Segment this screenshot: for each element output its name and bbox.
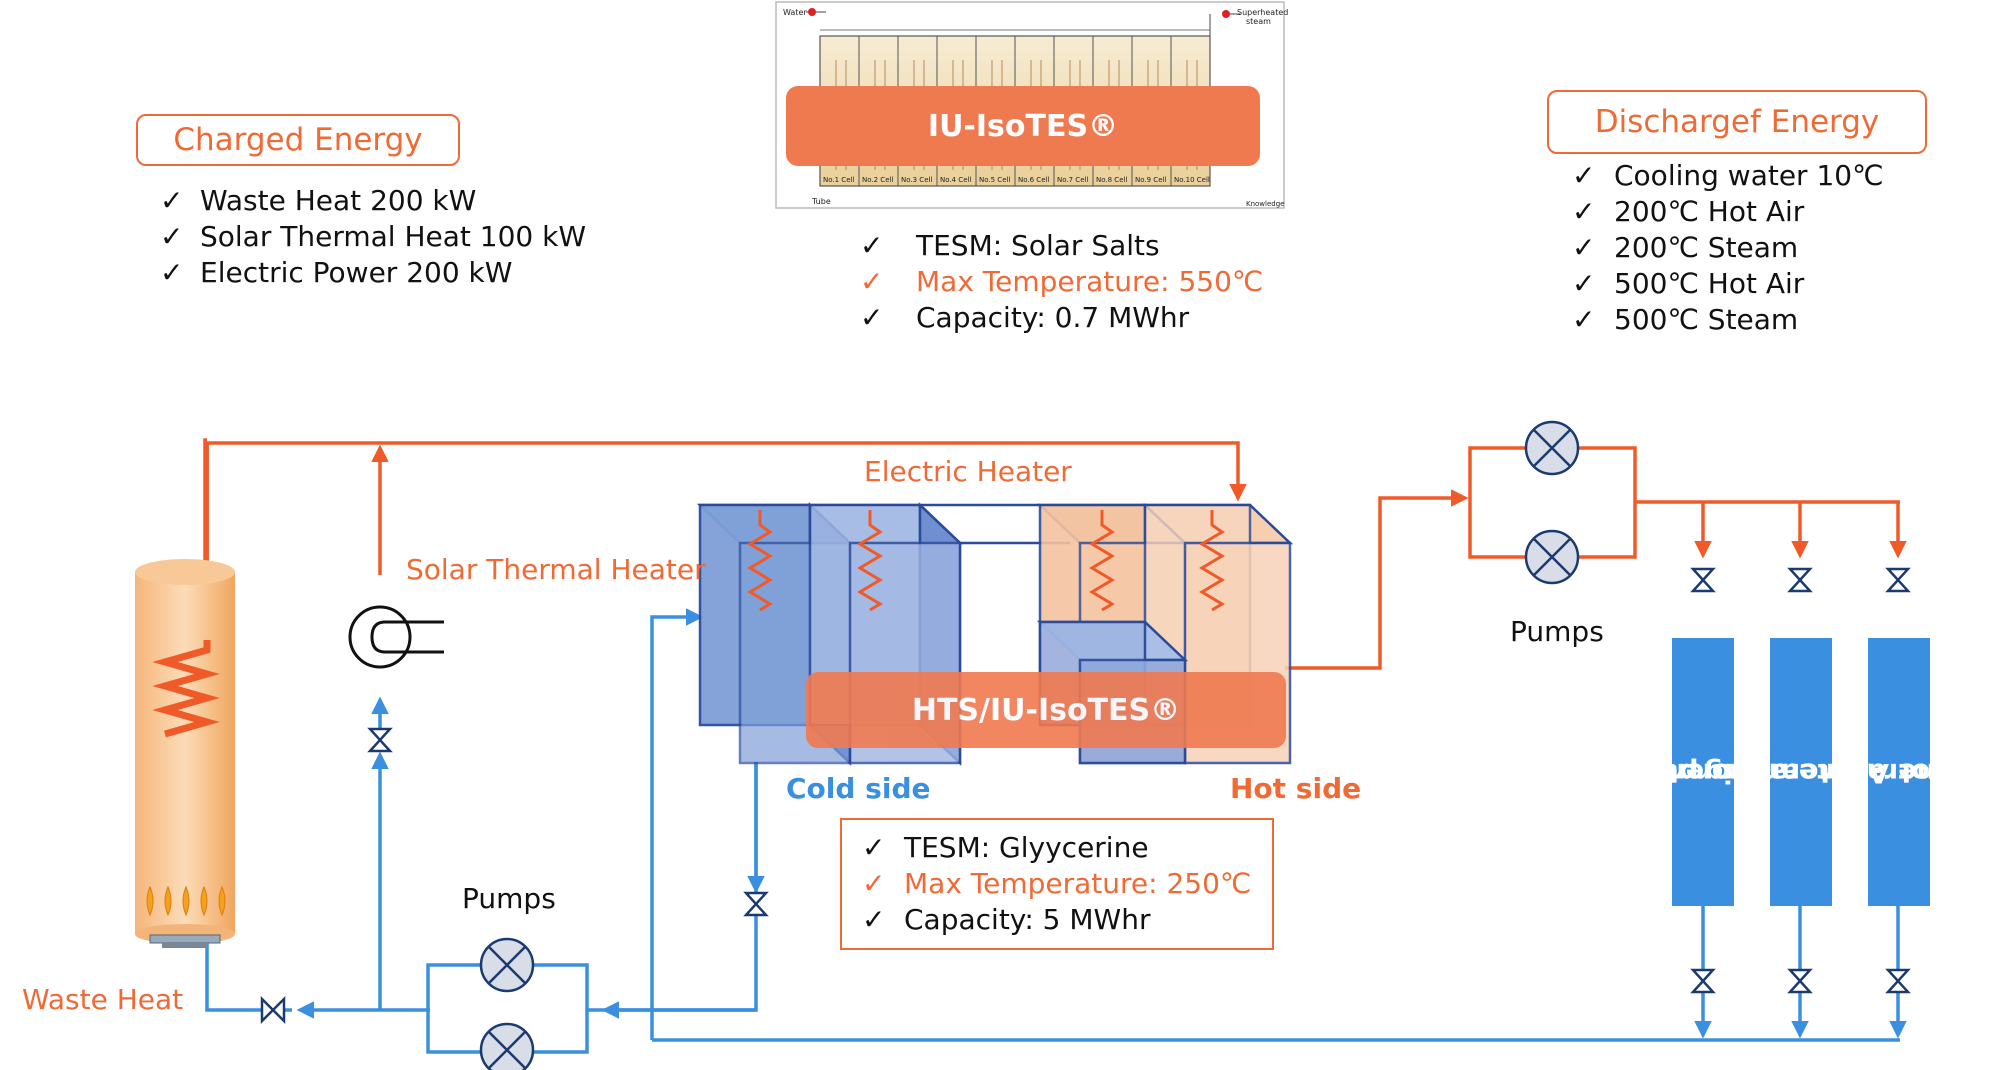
electric-heater-label: Electric Heater — [864, 455, 1072, 488]
waste-heat-boiler — [135, 559, 235, 948]
thumb-cell-label: No.2 Cell — [862, 176, 893, 184]
list-item: ✓Electric Power 200 kW — [160, 256, 513, 289]
hts-banner: HTS/IU-IsoTES® — [806, 672, 1286, 748]
check-icon: ✓ — [862, 867, 886, 900]
thumb-tube-label: Tube — [811, 197, 831, 206]
thumb-cell-label: No.1 Cell — [823, 176, 854, 184]
valve-icon — [1787, 567, 1813, 593]
check-icon: ✓ — [160, 220, 184, 253]
valve-icon — [1787, 968, 1813, 994]
solar-heat-exchanger-icon — [348, 605, 444, 669]
list-item: ✓Capacity: 0.7 MWhr — [860, 301, 1190, 334]
valve-icon — [260, 995, 286, 1025]
pump-icon — [479, 1022, 535, 1070]
pump-icon — [1524, 529, 1580, 585]
check-icon: ✓ — [860, 301, 884, 334]
thumb-cell-label: No.8 Cell — [1096, 176, 1127, 184]
solar-thermal-heater-label: Solar Thermal Heater — [406, 553, 706, 586]
hts-specs-box — [840, 818, 1274, 950]
thumb-cell-label: No.5 Cell — [979, 176, 1010, 184]
list-item: ✓Cooling water 10℃ — [1572, 159, 1884, 192]
list-item: ✓500℃ Steam — [1572, 303, 1799, 336]
list-item: ✓Capacity: 5 MWhr — [862, 903, 1151, 936]
check-icon: ✓ — [1572, 303, 1596, 336]
thumb-cell-label: No.7 Cell — [1057, 176, 1088, 184]
valves — [260, 567, 1911, 1025]
thumb-steam-label-a: Superheated — [1237, 8, 1288, 17]
valve-icon — [1690, 567, 1716, 593]
charged-energy-list: ✓Waste Heat 200 kW ✓Solar Thermal Heat 1… — [160, 183, 586, 291]
pumps-bottom-label: Pumps — [462, 882, 556, 915]
discharged-energy-title: Dischargef Energy — [1547, 90, 1927, 154]
pumps-right-label: Pumps — [1510, 615, 1604, 648]
check-icon: ✓ — [1572, 195, 1596, 228]
iso-tes-specs: ✓TESM: Solar Salts ✓Max Temperature: 550… — [860, 228, 1263, 336]
list-item: ✓TESM: Solar Salts — [860, 229, 1160, 262]
hts-specs: ✓TESM: Glyycerine ✓Max Temperature: 250℃… — [862, 830, 1251, 938]
thumb-cell-label: No.6 Cell — [1018, 176, 1049, 184]
list-item: ✓500℃ Hot Air — [1572, 267, 1805, 300]
thumb-cell-label: No.3 Cell — [901, 176, 932, 184]
check-icon: ✓ — [862, 903, 886, 936]
discharged-energy-list: ✓Cooling water 10℃ ✓200℃ Hot Air ✓200℃ S… — [1572, 158, 1884, 338]
pump-icon — [1524, 420, 1580, 476]
check-icon: ✓ — [1572, 231, 1596, 264]
check-icon: ✓ — [160, 256, 184, 289]
list-item: ✓Solar Thermal Heat 100 kW — [160, 220, 587, 253]
pump-icons — [479, 420, 1580, 1070]
list-item: ✓Max Temperature: 250℃ — [862, 867, 1252, 900]
hot-pipes — [203, 438, 1907, 670]
check-icon: ✓ — [1572, 159, 1596, 192]
thumb-cell-label: No.10 Cell — [1174, 176, 1210, 184]
charged-energy-title: Charged Energy — [136, 114, 460, 166]
check-icon: ✓ — [860, 265, 884, 298]
list-item: ✓Waste Heat 200 kW — [160, 184, 477, 217]
check-icon: ✓ — [160, 184, 184, 217]
check-icon: ✓ — [1572, 267, 1596, 300]
iso-tes-banner: IU-IsoTES® — [786, 86, 1260, 166]
valve-icon — [367, 727, 393, 753]
valve-icon — [1885, 968, 1911, 994]
thumb-water-label: Water — [783, 8, 807, 17]
generator-label-line2: Generator — [1821, 757, 1977, 788]
list-item: ✓200℃ Steam — [1572, 231, 1799, 264]
check-icon: ✓ — [860, 229, 884, 262]
check-icon: ✓ — [862, 831, 886, 864]
valve-icon — [1690, 968, 1716, 994]
heater-coils — [747, 510, 1225, 612]
thumb-cell-label: No.9 Cell — [1135, 176, 1166, 184]
valve-icon — [743, 891, 769, 917]
thumb-knowledge-label: Knowledge — [1246, 200, 1284, 208]
thumb-steam-label-b: steam — [1246, 17, 1271, 26]
hot-side-label: Hot side — [1230, 772, 1362, 805]
list-item: ✓TESM: Glyycerine — [862, 831, 1149, 864]
cold-side-label: Cold side — [786, 772, 931, 805]
thumb-cell-label: No.4 Cell — [940, 176, 971, 184]
list-item: ✓Max Temperature: 550℃ — [860, 265, 1264, 298]
list-item: ✓200℃ Hot Air — [1572, 195, 1805, 228]
pump-icon — [479, 937, 535, 993]
waste-heat-label: Waste Heat — [22, 983, 184, 1016]
valve-icon — [1885, 567, 1911, 593]
